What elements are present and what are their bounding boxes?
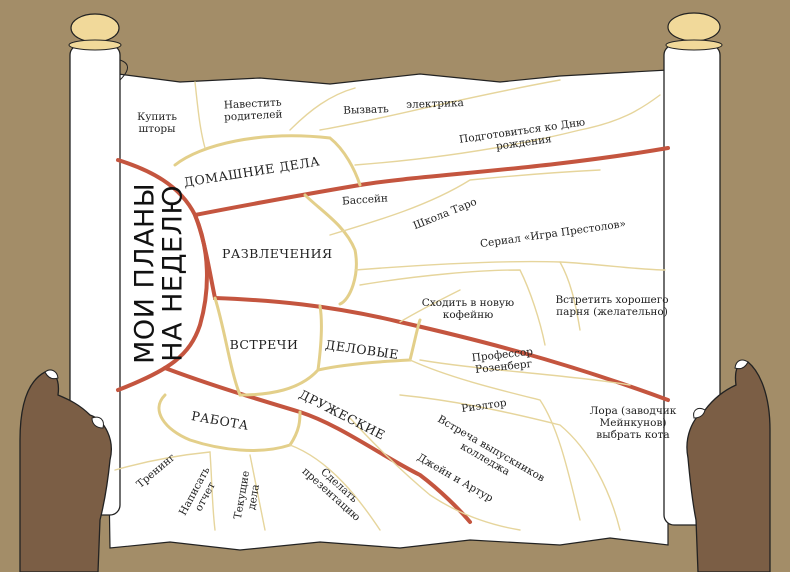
left-hand (19, 369, 112, 572)
title-curve (116, 213, 209, 392)
map-title: МОИ ПЛАНЫ НА НЕДЕЛЮ (129, 182, 189, 364)
right-roll (663, 12, 723, 526)
red-branches (116, 146, 670, 524)
branch-line-lower (163, 366, 472, 524)
paper-sheet (105, 69, 669, 551)
branch-line-top (116, 146, 670, 218)
leaf-call: Вызвать (343, 103, 389, 117)
left-roll (68, 13, 128, 516)
leaf-new-cafe: Сходить в новую кофейню (421, 297, 515, 322)
branch-meetings: ВСТРЕЧИ (229, 337, 299, 352)
leaf-visit-parents: Навестить родителей (223, 96, 283, 124)
leaf-lines (114, 79, 666, 531)
leaf-buy-curtains: Купить шторы (137, 111, 177, 136)
gold-branches (157, 134, 422, 452)
right-hand (686, 359, 771, 572)
leaf-laura-cat: Лора (заводчик Мейнкунов) выбрать кота (589, 405, 677, 442)
branch-entertainment: РАЗВЛЕЧЕНИЯ (222, 246, 333, 261)
leaf-electrician: электрика (405, 96, 465, 112)
branch-line-middle (193, 213, 670, 402)
leaf-meet-guy: Встретить хорошего парня (желательно) (555, 294, 669, 319)
